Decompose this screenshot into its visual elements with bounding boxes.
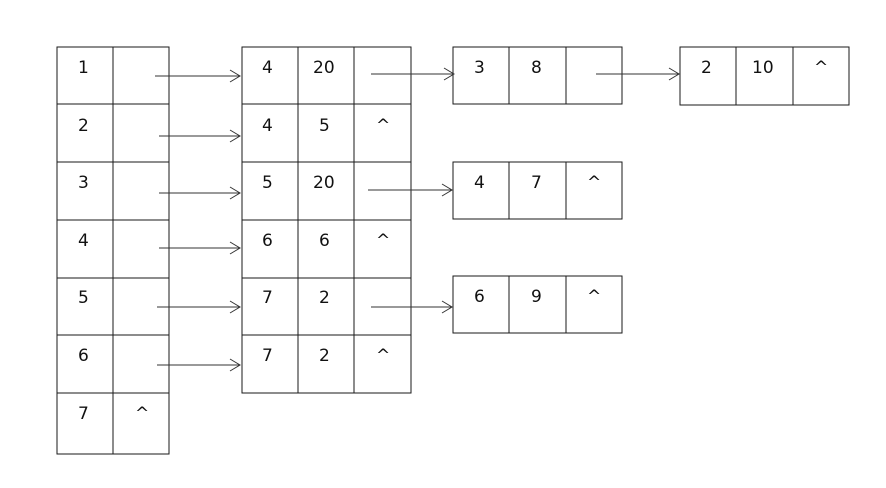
node-field-a: 5	[262, 173, 273, 193]
head-row-7: 7 ^	[56, 392, 170, 455]
node-field-a-cell	[241, 277, 299, 336]
level2-node-row-1: 3 8	[452, 46, 623, 105]
node-field-a-cell	[241, 161, 299, 221]
head-row-2: 2	[56, 103, 170, 163]
node-next-cell	[353, 46, 412, 105]
level1-node-row-1: 4 20	[241, 46, 412, 105]
node-next-cell	[353, 334, 412, 394]
node-next-cell	[565, 275, 623, 334]
head-row-6: 6	[56, 334, 170, 394]
head-id-label: 2	[78, 116, 89, 136]
head-id-label: 1	[78, 58, 89, 78]
head-id-label: 6	[78, 346, 89, 366]
head-id-label: 5	[78, 288, 89, 308]
node-field-b-cell	[297, 277, 355, 336]
node-field-b-cell	[297, 46, 355, 105]
node-next: ^	[376, 231, 390, 251]
node-field-a-cell	[679, 46, 737, 106]
level1-node-row-4: 6 6 ^	[241, 219, 412, 279]
node-next: ^	[376, 116, 390, 136]
node-next: ^	[814, 58, 828, 78]
head-table: 1 2 3 4 5 6	[56, 46, 170, 455]
head-id-cell	[56, 392, 114, 455]
level1-node-row-2: 4 5 ^	[241, 103, 412, 163]
head-link-label: ^	[135, 404, 149, 424]
node-field-b-cell	[508, 46, 567, 105]
node-field-a-cell	[241, 334, 299, 394]
level2-node-row-3: 4 7 ^	[452, 161, 623, 220]
node-next-cell	[353, 161, 412, 221]
node-field-a: 2	[701, 58, 712, 78]
node-next-cell	[792, 46, 850, 106]
node-field-b: 9	[531, 287, 542, 307]
node-field-b-cell	[508, 161, 567, 220]
level1-nodes: 4 20 4 5 ^ 5 20 6 6 ^	[241, 46, 412, 394]
node-field-a: 4	[474, 173, 485, 193]
node-field-a-cell	[241, 219, 299, 279]
head-id-cell	[56, 334, 114, 394]
head-row-3: 3	[56, 161, 170, 221]
level2-nodes: 3 8 4 7 ^ 6 9 ^	[452, 46, 623, 334]
node-field-a: 7	[262, 288, 273, 308]
node-field-b-cell	[508, 275, 567, 334]
node-next-cell	[565, 46, 623, 105]
node-field-a-cell	[452, 161, 510, 220]
level3-node-row-1: 2 10 ^	[679, 46, 850, 106]
head-id-cell	[56, 277, 114, 336]
node-field-a: 6	[474, 287, 485, 307]
node-field-b-cell	[297, 334, 355, 394]
level2-node-row-5: 6 9 ^	[452, 275, 623, 334]
node-field-a-cell	[452, 46, 510, 105]
head-row-5: 5	[56, 277, 170, 336]
node-field-b-cell	[297, 219, 355, 279]
node-next: ^	[587, 173, 601, 193]
node-field-b: 6	[319, 231, 330, 251]
node-field-a: 7	[262, 346, 273, 366]
head-arrows	[155, 69, 241, 372]
node-field-b-cell	[297, 103, 355, 163]
node-field-b: 10	[752, 58, 774, 78]
node-field-b: 20	[313, 58, 335, 78]
level1-node-row-6: 7 2 ^	[241, 334, 412, 394]
node-field-b: 2	[319, 346, 330, 366]
chain-arrows	[368, 67, 680, 314]
head-id-cell	[56, 103, 114, 163]
level1-node-row-3: 5 20	[241, 161, 412, 221]
head-link-cell	[112, 219, 170, 279]
node-field-b: 2	[319, 288, 330, 308]
node-field-b: 20	[313, 173, 335, 193]
node-next-cell	[565, 161, 623, 220]
node-next: ^	[376, 346, 390, 366]
node-next-cell	[353, 219, 412, 279]
head-row-1: 1	[56, 46, 170, 105]
node-field-a: 4	[262, 116, 273, 136]
head-row-4: 4	[56, 219, 170, 279]
node-field-b-cell	[297, 161, 355, 221]
node-field-a: 3	[474, 58, 485, 78]
level3-nodes: 2 10 ^	[679, 46, 850, 106]
node-field-a: 4	[262, 58, 273, 78]
head-id-label: 4	[78, 231, 89, 251]
node-field-b-cell	[735, 46, 794, 106]
head-id-label: 7	[78, 404, 89, 424]
node-field-b: 7	[531, 173, 542, 193]
head-id-label: 3	[78, 173, 89, 193]
node-next: ^	[587, 287, 601, 307]
node-field-b: 8	[531, 58, 542, 78]
head-link-cell	[112, 392, 170, 455]
head-id-cell	[56, 46, 114, 105]
head-link-cell	[112, 161, 170, 221]
head-link-cell	[112, 103, 170, 163]
node-field-a: 6	[262, 231, 273, 251]
head-link-cell	[112, 334, 170, 394]
node-field-b: 5	[319, 116, 330, 136]
